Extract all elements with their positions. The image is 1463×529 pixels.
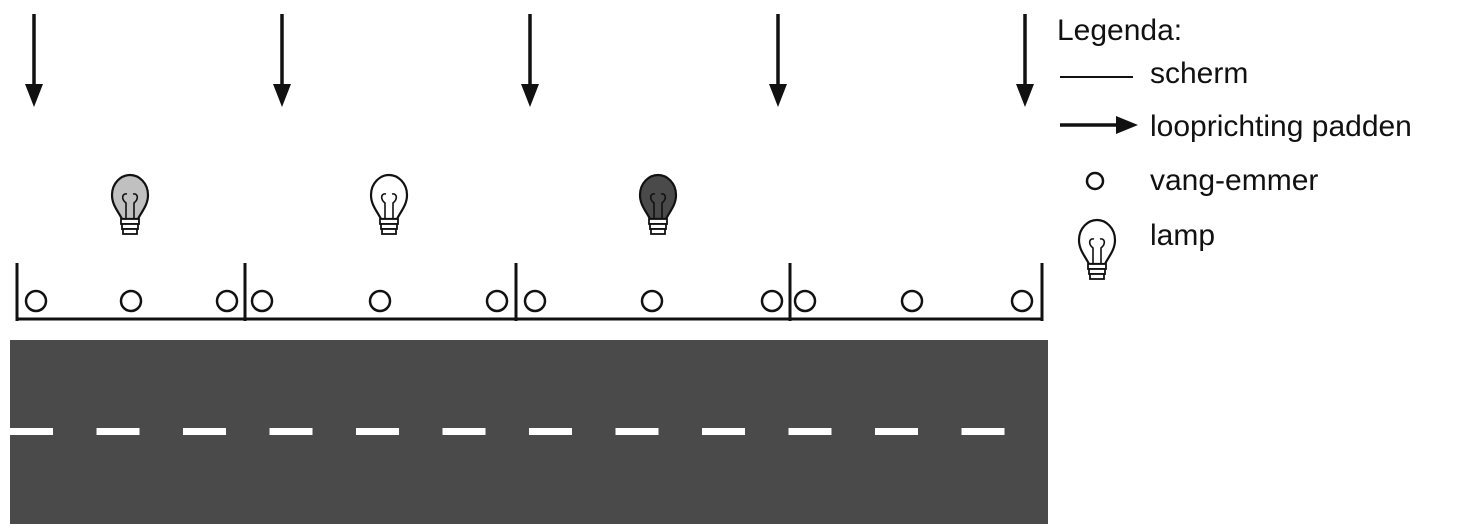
bucket-legend-icon xyxy=(1085,171,1105,191)
road-dash xyxy=(269,428,313,435)
road-dash xyxy=(788,428,832,435)
legend: Legenda: scherm looprichting padden vang… xyxy=(1057,14,1412,281)
bucket-circle xyxy=(24,289,48,313)
road-dash xyxy=(529,428,572,435)
road-dash xyxy=(183,428,226,435)
road-dash xyxy=(356,428,399,435)
arrow-head xyxy=(769,84,787,107)
lamps xyxy=(110,173,678,236)
bucket-circle xyxy=(523,289,547,313)
lamp-dark-icon xyxy=(638,173,678,236)
arrow-head xyxy=(1016,84,1034,107)
legend-label-lamp: lamp xyxy=(1150,219,1215,252)
arrow-down-icon xyxy=(1016,14,1034,107)
arrow-head xyxy=(273,84,291,107)
legend-label-screen: scherm xyxy=(1150,57,1248,90)
arrow-down-icon xyxy=(521,14,539,107)
arrow-head xyxy=(25,84,43,107)
road-dash xyxy=(702,428,745,435)
bucket-circle xyxy=(119,289,143,313)
lamp-grey-icon xyxy=(110,173,150,236)
road-dash xyxy=(875,428,918,435)
road-dash xyxy=(615,428,659,435)
buckets xyxy=(24,289,1034,313)
arrow-down-icon xyxy=(25,14,43,107)
bucket-circle xyxy=(640,289,664,313)
lamp-white-icon xyxy=(369,173,409,236)
legend-label-direction: looprichting padden xyxy=(1150,110,1412,143)
bucket-circle xyxy=(760,289,784,313)
bucket-circle xyxy=(215,289,239,313)
arrow-down-icon xyxy=(273,14,291,107)
bucket-circle xyxy=(368,289,392,313)
screens xyxy=(15,263,1044,321)
migration-arrows xyxy=(25,14,1034,107)
arrow-down-icon xyxy=(769,14,787,107)
arrow-head xyxy=(521,84,539,107)
road xyxy=(10,340,1048,524)
bucket-circle xyxy=(900,289,924,313)
legend-title: Legenda: xyxy=(1057,14,1182,47)
road-dash xyxy=(961,428,1005,435)
road-dash xyxy=(10,428,53,435)
legend-label-bucket: vang-emmer xyxy=(1150,164,1318,197)
road-dash xyxy=(96,428,140,435)
arrow-legend-icon xyxy=(1060,116,1138,134)
road-center-line xyxy=(10,428,1005,435)
bucket-circle xyxy=(1010,289,1034,313)
road-dash xyxy=(442,428,486,435)
lamp-legend-icon xyxy=(1077,218,1117,281)
bucket-circle xyxy=(485,289,509,313)
bucket-circle xyxy=(793,289,817,313)
bucket-circle xyxy=(250,289,274,313)
